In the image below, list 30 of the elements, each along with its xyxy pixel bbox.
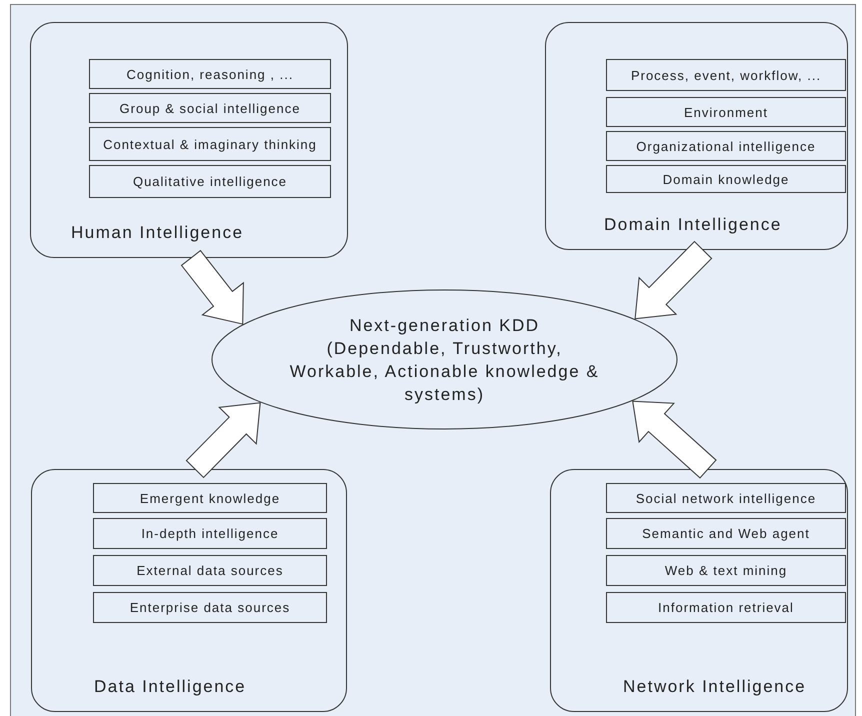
item-box: Social network intelligence [606,483,846,513]
item-box: Group & social intelligence [89,93,331,123]
item-box: Process, event, workflow, ... [606,59,846,91]
item-box: Domain knowledge [606,165,846,193]
item-box: Qualitative intelligence [89,165,331,198]
group-title: Human Intelligence [71,223,244,243]
item-box: Organizational intelligence [606,131,846,161]
group-panel [31,469,347,712]
group-panel [545,22,848,250]
center-label: Next-generation KDD [348,314,541,336]
item-box: Semantic and Web agent [606,518,846,549]
block-arrow [186,402,261,478]
block-arrow [634,240,712,320]
item-box: Information retrieval [606,592,846,623]
group-title: Data Intelligence [94,677,246,697]
center-label: (Dependable, Trustworthy, Workable, Actionable knowledge & systems) [288,338,600,406]
block-arrow [180,250,244,325]
item-box: Web & text mining [606,555,846,586]
item-box: Enterprise data sources [93,592,327,623]
item-box: In-depth intelligence [93,518,327,549]
group-title: Domain Intelligence [604,215,782,235]
group-panel [550,469,848,712]
item-box: Contextual & imaginary thinking [89,127,331,161]
block-arrow [632,400,717,479]
group-title: Network Intelligence [623,677,806,697]
item-box: Cognition, reasoning , ... [89,59,331,89]
item-box: Emergent knowledge [93,483,327,513]
item-box: External data sources [93,555,327,586]
item-box: Environment [606,97,846,127]
group-panel [30,22,348,258]
